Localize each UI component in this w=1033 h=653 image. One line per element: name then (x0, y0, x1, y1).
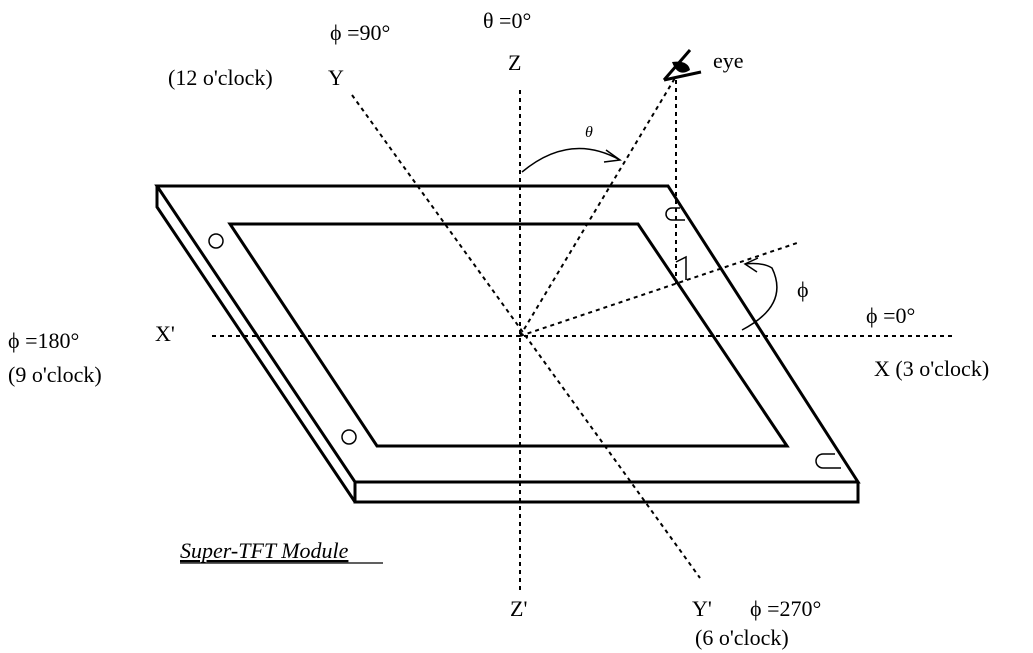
phi-arc (741, 257, 778, 331)
theta-label: θ (585, 124, 593, 141)
mounting-hole (208, 233, 224, 249)
notch (815, 453, 841, 469)
panel-front-edge (353, 482, 860, 504)
module-caption: Super-TFT Module (180, 538, 349, 563)
view-direction-line (519, 77, 676, 337)
panel-left-edge (155, 186, 357, 503)
y-axis-label: Y (328, 65, 344, 90)
phi-0-label: ϕ =0° (866, 303, 915, 328)
y-axis-line (351, 94, 701, 579)
axes (212, 77, 955, 590)
z-axis-label: Z (508, 50, 521, 75)
x-three-oclock-label: X (3 o'clock) (874, 356, 989, 381)
theta-arc (521, 147, 622, 173)
y-prime-label: Y' (692, 596, 712, 621)
right-angle-mark (675, 255, 687, 280)
eye-icon (662, 49, 702, 82)
phi-180-label: ϕ =180° (8, 328, 79, 353)
six-oclock-label: (6 o'clock) (695, 625, 789, 650)
phi-90-label: ϕ =90° (330, 20, 390, 45)
phi-label: ϕ (797, 277, 809, 302)
display-area (227, 222, 790, 448)
twelve-oclock-label: (12 o'clock) (168, 65, 273, 90)
x-prime-label: X' (155, 321, 175, 346)
mounting-hole (341, 429, 357, 445)
panel-top-face (154, 184, 861, 484)
phi-270-label: ϕ =270° (750, 596, 821, 621)
theta-zero-label: θ =0° (483, 8, 531, 33)
tft-module (154, 184, 861, 504)
nine-oclock-label: (9 o'clock) (8, 362, 102, 387)
phi-projection-line (519, 241, 801, 337)
eye-label: eye (713, 48, 744, 73)
z-prime-label: Z' (510, 596, 527, 621)
notch (665, 207, 685, 221)
